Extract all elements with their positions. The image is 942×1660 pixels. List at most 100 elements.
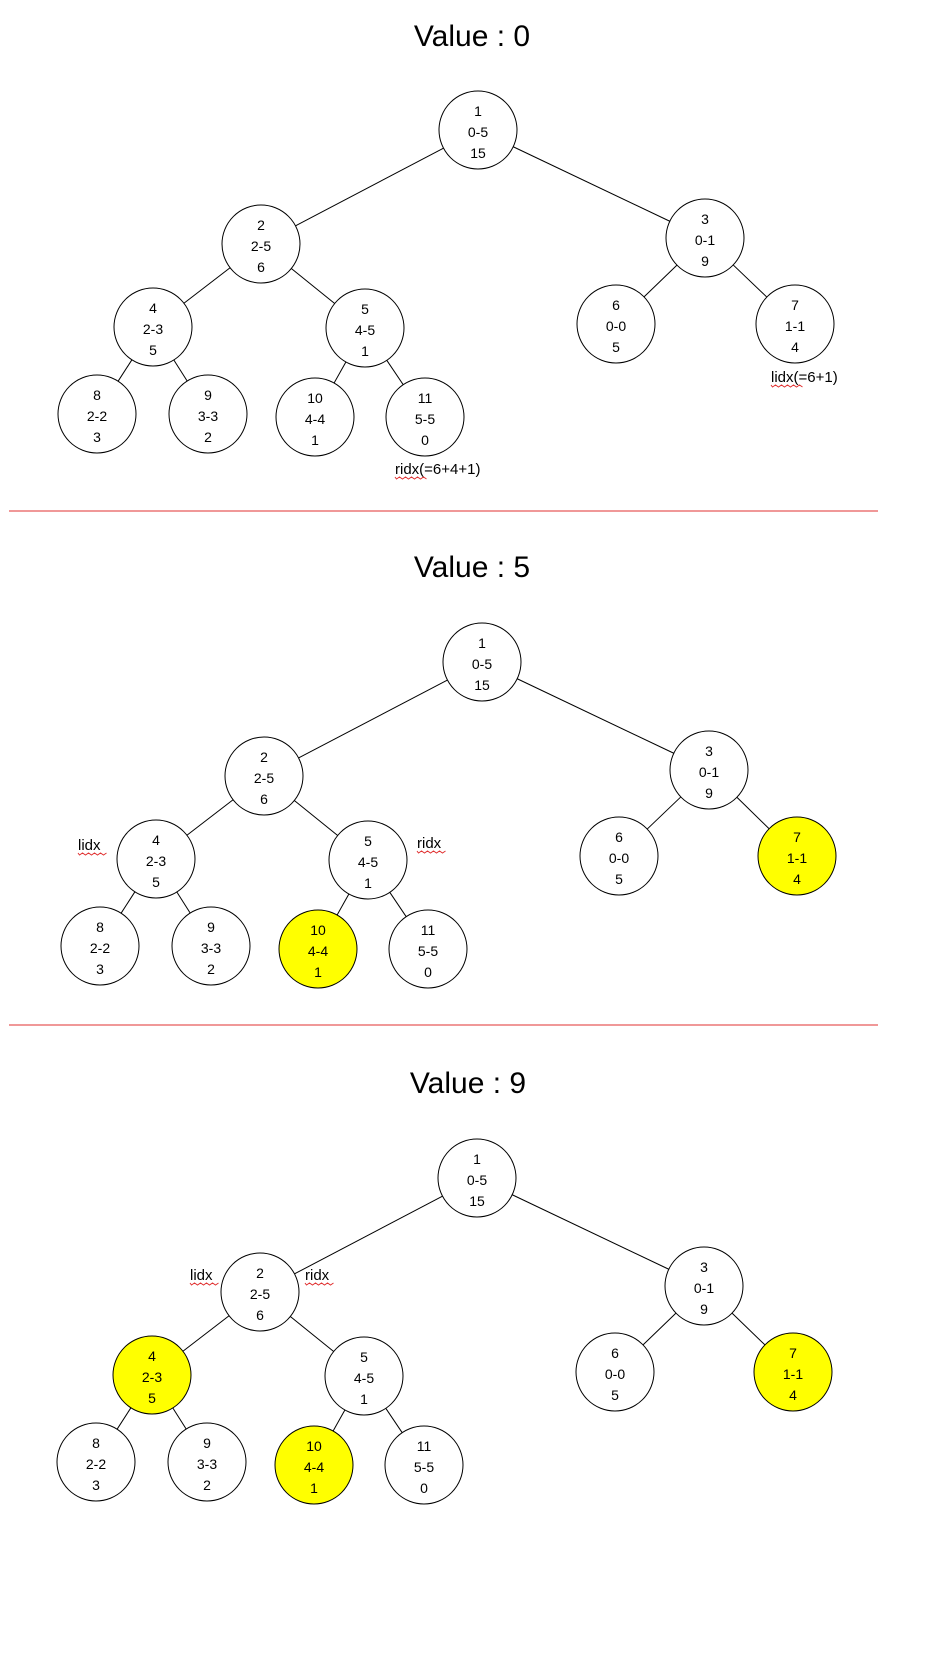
node-range: 4-5 (355, 322, 375, 338)
node-range: 5-5 (415, 411, 435, 427)
tree-edge-4-9 (172, 1407, 187, 1430)
annotation-ridx: ridx (417, 835, 442, 852)
node-circle (442, 622, 522, 702)
node-range: 0-5 (468, 124, 488, 140)
tree-edge-3-6 (642, 1312, 677, 1346)
node-circle (167, 1422, 247, 1502)
node-range: 2-5 (254, 770, 274, 786)
tree-node-10: 104-41 (274, 1425, 354, 1505)
node-sum: 5 (615, 871, 623, 887)
node-index: 9 (207, 919, 215, 935)
tree-node-5: 54-51 (328, 820, 408, 900)
node-circle (437, 1138, 517, 1218)
node-sum: 6 (256, 1307, 264, 1323)
node-sum: 1 (361, 343, 369, 359)
tree-node-6: 60-05 (576, 284, 656, 364)
node-index: 8 (96, 919, 104, 935)
tree-edge-4-8 (120, 891, 136, 914)
tree-edge-1-3 (517, 678, 674, 754)
node-sum: 5 (149, 342, 157, 358)
node-index: 4 (152, 832, 160, 848)
node-index: 7 (793, 829, 801, 845)
node-sum: 2 (207, 961, 215, 977)
node-index: 2 (257, 217, 265, 233)
node-index: 4 (148, 1348, 156, 1364)
node-range: 5-5 (414, 1459, 434, 1475)
tree-edge-3-6 (646, 796, 682, 830)
tree-node-10: 104-41 (275, 377, 355, 457)
node-index: 11 (417, 1438, 432, 1454)
node-circle (171, 906, 251, 986)
node-sum: 2 (203, 1477, 211, 1493)
tree-node-4: 42-35 (116, 819, 196, 899)
tree-edge-2-4 (186, 799, 234, 836)
node-sum: 15 (474, 677, 490, 693)
tree-edge-4-9 (176, 891, 191, 914)
tree-edge-2-4 (183, 267, 231, 304)
tree-node-6: 60-05 (575, 1332, 655, 1412)
node-range: 3-3 (197, 1456, 217, 1472)
tree-node-10: 104-41 (278, 909, 358, 989)
spellcheck-underline (416, 850, 446, 854)
node-index: 1 (473, 1151, 481, 1167)
node-circle (113, 287, 193, 367)
tree-node-6: 60-05 (579, 816, 659, 896)
node-range: 2-5 (250, 1286, 270, 1302)
node-circle (275, 377, 355, 457)
tree-edge-5-11 (385, 1408, 403, 1433)
node-index: 11 (418, 390, 433, 406)
node-sum: 1 (360, 1391, 368, 1407)
node-index: 10 (307, 390, 323, 406)
node-range: 1-1 (783, 1366, 803, 1382)
node-circle (116, 819, 196, 899)
tree-edge-1-2 (294, 1195, 443, 1275)
panel-title: Value : 9 (410, 1067, 526, 1100)
node-circle (168, 374, 248, 454)
node-range: 0-5 (472, 656, 492, 672)
node-sum: 5 (148, 1390, 156, 1406)
node-circle (665, 198, 745, 278)
node-circle (385, 377, 465, 457)
node-circle (325, 288, 405, 368)
node-sum: 0 (420, 1480, 428, 1496)
node-index: 8 (92, 1435, 100, 1451)
node-circle (669, 730, 749, 810)
node-sum: 3 (93, 429, 101, 445)
node-index: 5 (360, 1349, 368, 1365)
node-range: 2-2 (90, 940, 110, 956)
annotation-ridx: ridx(=6+4+1) (395, 461, 480, 478)
node-sum: 6 (260, 791, 268, 807)
node-sum: 1 (310, 1480, 318, 1496)
tree-node-2: 22-56 (224, 736, 304, 816)
node-range: 0-5 (467, 1172, 487, 1188)
node-circle (57, 374, 137, 454)
panel-title: Value : 5 (414, 551, 530, 584)
tree-node-7: 71-14 (755, 284, 835, 364)
node-range: 2-3 (142, 1369, 162, 1385)
annotation-ridx: ridx (305, 1267, 330, 1284)
node-circle (56, 1422, 136, 1502)
panel-title: Value : 0 (414, 20, 530, 53)
tree-edge-5-11 (386, 360, 404, 385)
tree-edge-4-8 (117, 359, 133, 382)
tree-edge-4-8 (116, 1407, 132, 1430)
node-index: 7 (789, 1345, 797, 1361)
node-sum: 15 (470, 145, 486, 161)
tree-node-9: 93-32 (171, 906, 251, 986)
node-circle (60, 906, 140, 986)
node-circle (384, 1425, 464, 1505)
node-sum: 1 (314, 964, 322, 980)
tree-edge-1-2 (298, 679, 448, 759)
node-circle (579, 816, 659, 896)
spellcheck-underline (770, 384, 803, 388)
node-range: 2-2 (87, 408, 107, 424)
tree-node-8: 82-23 (57, 374, 137, 454)
node-circle-highlighted (112, 1335, 192, 1415)
node-sum: 0 (424, 964, 432, 980)
spellcheck-underline (189, 1282, 219, 1286)
node-sum: 9 (700, 1301, 708, 1317)
tree-node-9: 93-32 (167, 1422, 247, 1502)
tree-node-7: 71-14 (757, 816, 837, 896)
node-index: 1 (474, 103, 482, 119)
